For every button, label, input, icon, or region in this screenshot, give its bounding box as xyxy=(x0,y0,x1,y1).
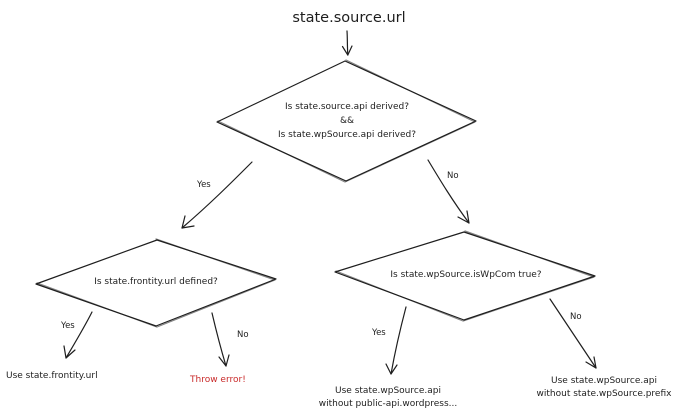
decision-is-wpcom: Is state.wpSource.isWpCom true? xyxy=(334,230,596,322)
edge-label-api-no: No xyxy=(447,171,459,181)
decision-api-derived-line2: && xyxy=(340,116,354,126)
decision-frontity-url-label: Is state.frontity.url defined? xyxy=(94,277,218,287)
outcome-wpcom-no-line2: without state.wpSource.prefix xyxy=(537,389,673,399)
decision-is-wpcom-label: Is state.wpSource.isWpCom true? xyxy=(390,270,541,280)
arrow-api-no xyxy=(427,159,470,224)
arrow-wpcom-no xyxy=(549,298,597,369)
outcome-throw-error: Throw error! xyxy=(189,375,246,385)
outcome-wpcom-yes-line1: Use state.wpSource.api xyxy=(335,386,441,396)
decision-api-derived-line1: Is state.source.api derived? xyxy=(285,102,409,112)
edge-label-api-yes: Yes xyxy=(196,180,211,190)
edge-label-wpcom-no: No xyxy=(570,312,582,322)
arrow-api-yes xyxy=(181,161,253,229)
decision-api-derived: Is state.source.api derived? && Is state… xyxy=(216,59,477,183)
edge-label-frontity-no: No xyxy=(237,330,249,340)
arrow-frontity-yes xyxy=(63,311,93,359)
outcome-wpcom-yes-line2: without public-api.wordpress... xyxy=(319,399,457,409)
start-node-label: state.source.url xyxy=(292,10,405,26)
edge-label-frontity-yes: Yes xyxy=(60,321,75,331)
outcome-wpcom-no-line1: Use state.wpSource.api xyxy=(551,376,657,386)
edge-label-wpcom-yes: Yes xyxy=(371,328,386,338)
arrow-wpcom-yes xyxy=(385,306,407,375)
outcome-use-frontity-url: Use state.frontity.url xyxy=(6,371,98,381)
arrow-start-to-api-decision xyxy=(341,30,353,56)
decision-frontity-url: Is state.frontity.url defined? xyxy=(35,238,277,328)
arrow-frontity-no xyxy=(211,312,230,367)
decision-api-derived-line3: Is state.wpSource.api derived? xyxy=(278,130,416,140)
